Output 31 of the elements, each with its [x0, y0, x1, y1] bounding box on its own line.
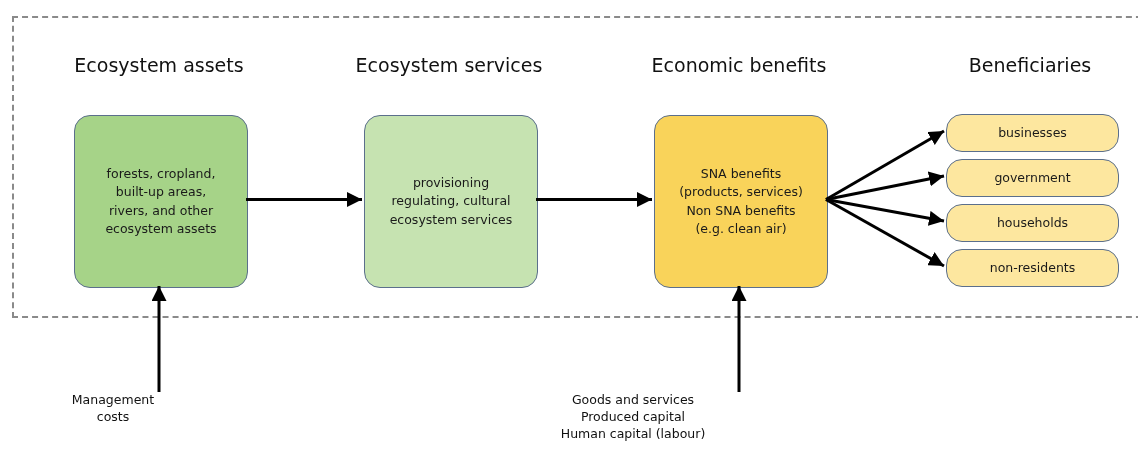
- beneficiary-pill: [946, 249, 1119, 287]
- arrow: [825, 129, 945, 201]
- asset-box: [74, 115, 248, 288]
- arrow: [731, 286, 747, 392]
- beneficiary-pill: [946, 114, 1119, 152]
- node-text: Produced capital: [580, 408, 686, 426]
- node-text: businesses: [998, 123, 1067, 142]
- arrow: [151, 286, 167, 392]
- node-text: non-residents: [989, 258, 1076, 277]
- column-heading: Beneficiaries: [967, 54, 1093, 76]
- arrow: [246, 192, 362, 207]
- node-text: Human capital (labour): [560, 425, 706, 443]
- node-text: SNA benefits (products, services) Non SNA benefits (e.g. clean air): [678, 165, 804, 238]
- dashed-region: [12, 16, 1138, 318]
- beneficiary-pill: [946, 204, 1119, 242]
- node-text: provisioning regulating, cultural ecosystem services: [388, 174, 514, 229]
- node-text: Goods and services: [571, 392, 695, 409]
- arrow: [536, 192, 652, 207]
- column-heading: Economic benefits: [650, 54, 828, 76]
- beneficiary-pill: [946, 159, 1119, 197]
- node-text: households: [996, 213, 1069, 232]
- column-heading: Ecosystem assets: [73, 54, 245, 76]
- node-text: Management costs: [70, 392, 156, 426]
- node-text: government: [994, 168, 1071, 187]
- column-heading: Ecosystem services: [354, 54, 544, 76]
- arrow: [825, 198, 945, 226]
- node-text: forests, cropland, built-up areas, rivers, and other ecosystem assets: [104, 165, 218, 238]
- benefit-box: [654, 115, 828, 288]
- arrow: [825, 198, 945, 268]
- service-box: [364, 115, 538, 288]
- arrow: [825, 171, 945, 201]
